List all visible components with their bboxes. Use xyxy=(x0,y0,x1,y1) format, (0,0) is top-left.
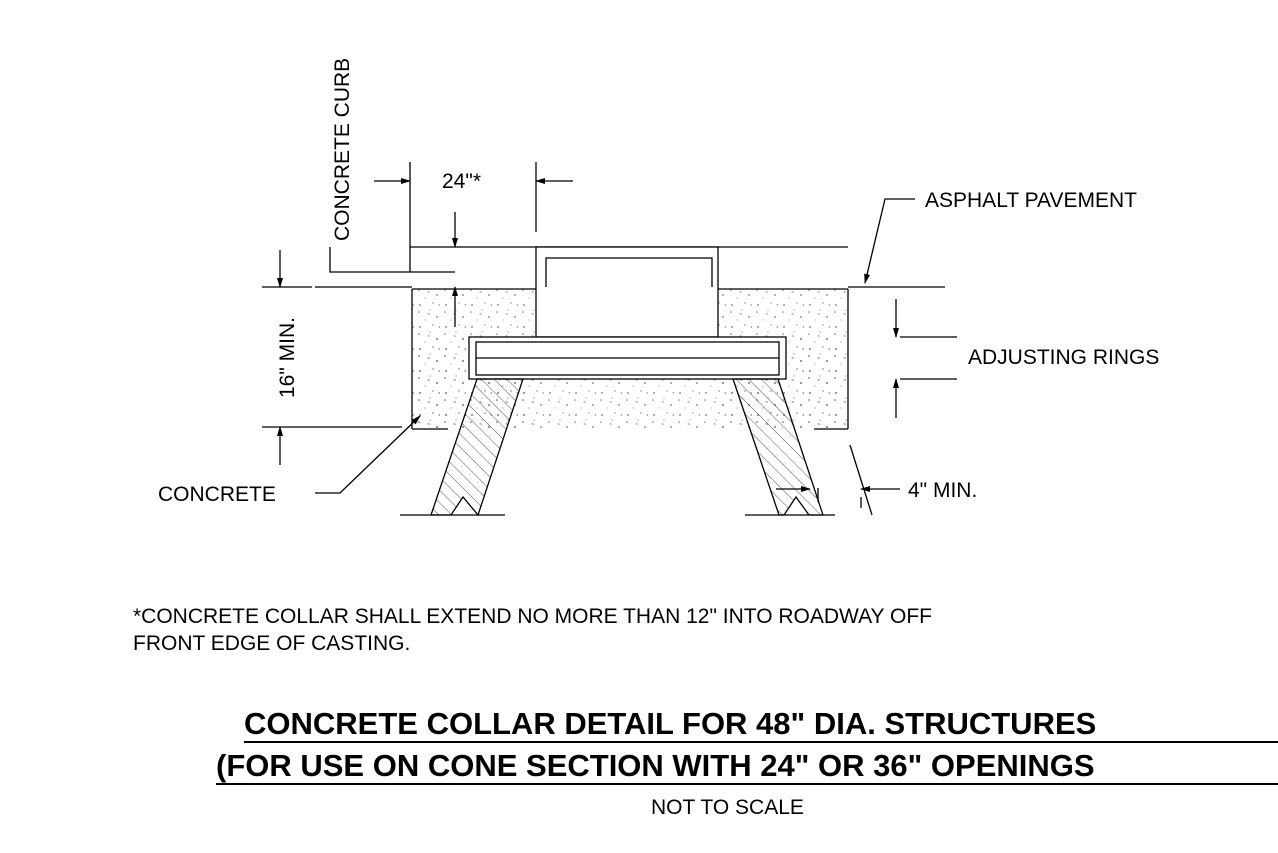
concrete-label: CONCRETE xyxy=(158,483,276,506)
min-4-label: 4" MIN. xyxy=(908,479,977,502)
asphalt-leader xyxy=(864,198,915,284)
scale-note: NOT TO SCALE xyxy=(651,796,804,819)
collar-note: *CONCRETE COLLAR SHALL EXTEND NO MORE TH… xyxy=(133,605,932,655)
dimension-16-min xyxy=(262,250,402,465)
dimension-24-label: 24"* xyxy=(442,170,481,193)
detail-title-line-1: CONCRETE COLLAR DETAIL FOR 48" DIA. STRU… xyxy=(244,706,1097,741)
min-16-label: 16" MIN. xyxy=(276,317,299,398)
dimension-curb-offset xyxy=(329,212,458,327)
concrete-curb-label: CONCRETE CURB xyxy=(331,58,354,241)
asphalt-pavement-label: ASPHALT PAVEMENT xyxy=(925,189,1137,212)
title-underline-1 xyxy=(244,741,1278,743)
dimension-4-min xyxy=(776,444,900,516)
concrete-leader xyxy=(315,415,421,494)
detail-title-line-2: (FOR USE ON CONE SECTION WITH 24" OR 36"… xyxy=(216,748,1095,783)
casting-frame xyxy=(535,246,719,338)
dimension-24 xyxy=(374,162,573,272)
adjusting-rings xyxy=(468,336,787,380)
adjusting-rings-label: ADJUSTING RINGS xyxy=(968,346,1159,369)
dimension-adjusting-rings xyxy=(893,299,957,418)
title-underline-2 xyxy=(216,783,1278,785)
